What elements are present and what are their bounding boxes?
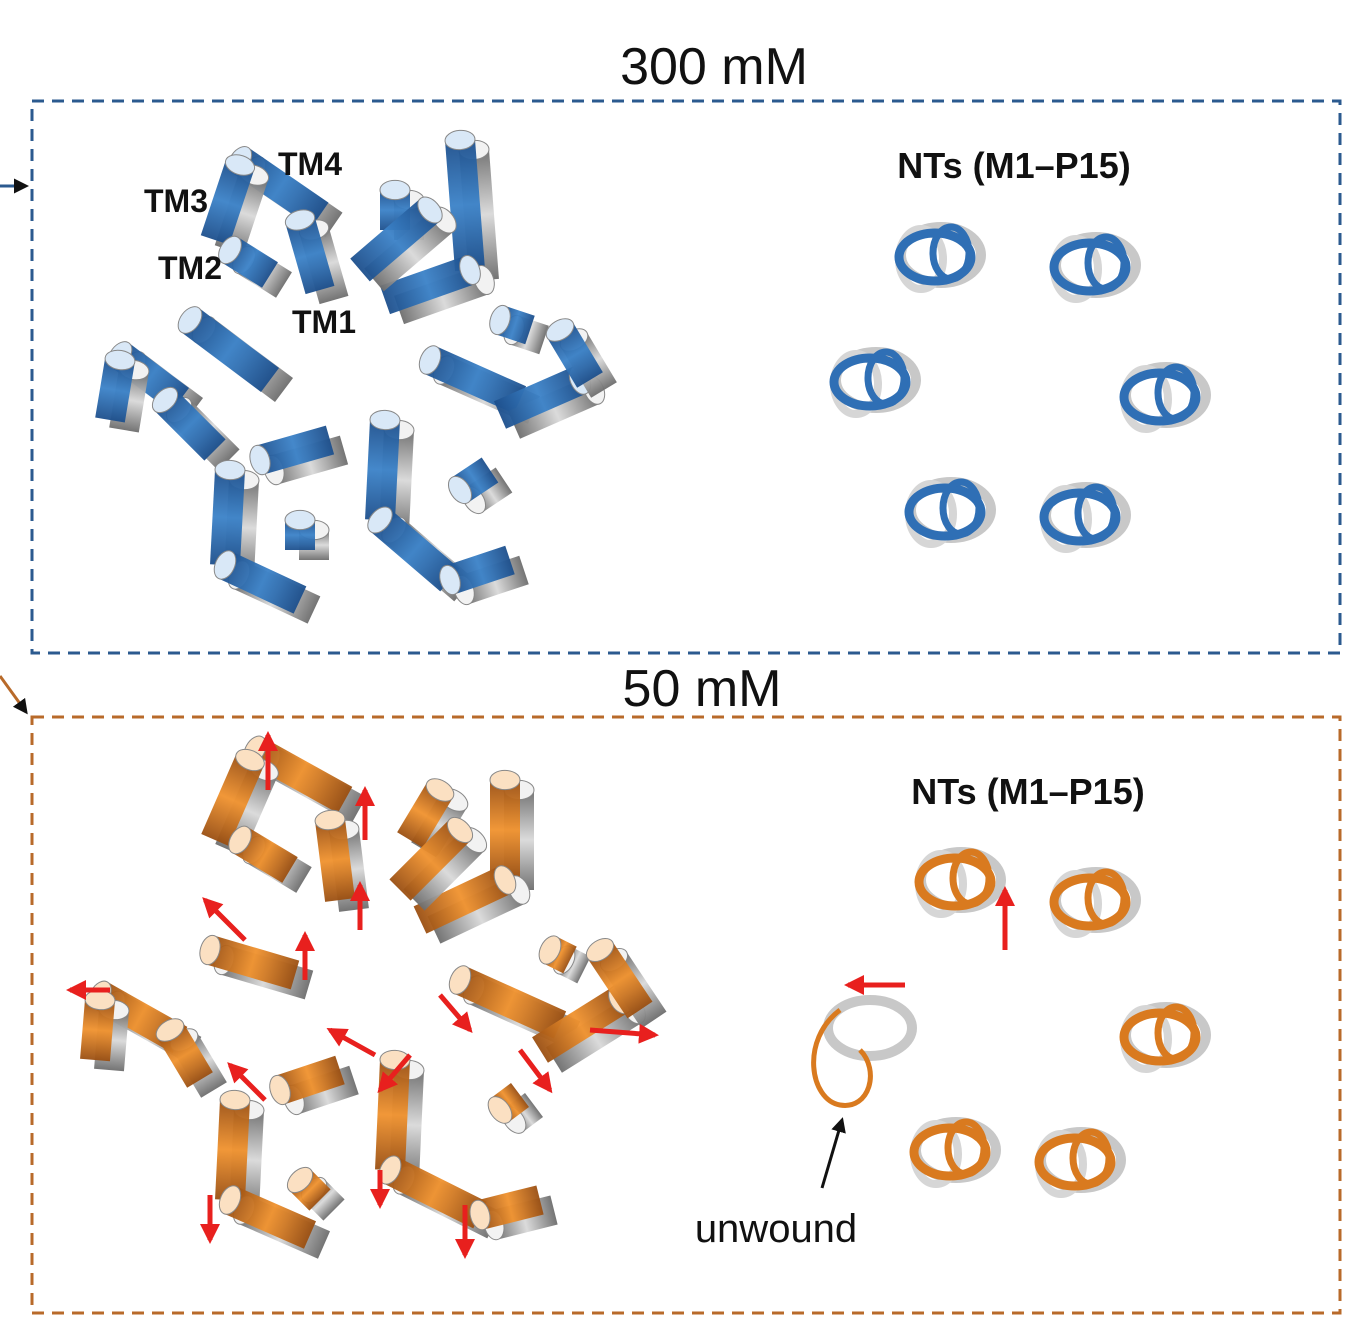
- helix-low-18: [269, 1055, 345, 1106]
- shift-arrow-icon: [326, 1027, 377, 1058]
- unwound-pointer-arrow-icon: [820, 1117, 846, 1189]
- helix-high-2: [284, 209, 335, 295]
- helix-low-14: [538, 935, 577, 974]
- tm-helix-bundle-low: [80, 735, 667, 1259]
- nt-helix-low-0: [914, 847, 1006, 918]
- helix-high-10: [95, 349, 136, 423]
- helix-high-20: [365, 409, 401, 521]
- nt-helix-low-2: [1119, 1002, 1211, 1073]
- helix-high-7: [350, 196, 443, 282]
- shift-arrows-low: [66, 731, 659, 1259]
- nt-helix-high-5: [1039, 482, 1131, 553]
- panel-title-high: 300 mM: [620, 38, 808, 96]
- helix-low-22: [469, 1185, 544, 1231]
- nt-title-low: NTs (M1–P15): [911, 771, 1144, 812]
- helix-low-11: [155, 1018, 213, 1088]
- unwound-annotation: unwound: [695, 1207, 857, 1251]
- helix-low-23: [487, 1083, 530, 1124]
- helix-low-21: [378, 1155, 487, 1229]
- nt-helix-high-0: [894, 222, 986, 293]
- nt-helix-low-4: [1034, 1127, 1126, 1198]
- helix-high-23: [447, 457, 499, 505]
- helix-low-15: [585, 937, 653, 1019]
- helix-high-18: [249, 425, 335, 476]
- panel-title-low: 50 mM: [623, 660, 782, 718]
- nt-title-high: NTs (M1–P15): [897, 145, 1130, 186]
- helix-low-1: [201, 748, 265, 847]
- helix-label-tm4: TM4: [278, 146, 342, 182]
- helix-high-3: [218, 235, 278, 288]
- shift-arrow-icon: [438, 993, 473, 1034]
- helix-low-10: [80, 989, 116, 1062]
- helix-high-15: [545, 318, 603, 388]
- nt-helix-high-3: [1119, 362, 1211, 433]
- nt-helix-unwound: [811, 995, 917, 1108]
- panel-box-low: [30, 715, 1342, 1315]
- nt-helix-ring-high: [829, 222, 1211, 553]
- tm-helix-bundle-high: [95, 129, 617, 624]
- helix-label-tm3: TM3: [144, 183, 208, 219]
- helix-high-14: [489, 304, 535, 345]
- incoming-arrow-low-icon: [0, 675, 28, 715]
- nt-helix-low-1: [1049, 867, 1141, 938]
- helix-low-16: [215, 1089, 251, 1201]
- shift-arrow-icon: [227, 1062, 267, 1102]
- helix-high-22: [439, 545, 515, 596]
- panel-low-salt: 50 mM NTs (M1–P15) unwound: [0, 660, 1342, 1315]
- helix-high-21: [367, 506, 460, 592]
- shift-arrow-icon: [377, 1053, 412, 1094]
- helix-label-tm1: TM1: [292, 304, 356, 340]
- helix-low-5: [397, 778, 455, 848]
- helix-low-17: [218, 1185, 317, 1249]
- helix-high-6: [380, 254, 481, 315]
- helix-high-11: [151, 386, 226, 461]
- helix-low-2: [314, 809, 355, 902]
- shift-arrow-icon: [202, 897, 247, 942]
- shift-arrow-icon: [518, 1048, 553, 1094]
- helix-high-17: [213, 550, 307, 614]
- helix-high-16: [210, 459, 246, 566]
- helix-low-6: [413, 865, 517, 934]
- helix-low-20: [375, 1049, 411, 1171]
- helix-high-12: [418, 345, 527, 414]
- nt-helix-low-3: [909, 1117, 1001, 1188]
- helix-high-1: [200, 154, 256, 245]
- helix-low-9: [199, 934, 300, 990]
- helix-low-7: [389, 816, 474, 901]
- nt-helix-ring-low: [811, 847, 1211, 1198]
- nt-helix-high-1: [1049, 232, 1141, 303]
- shift-arrow-icon: [589, 1023, 659, 1044]
- nt-helix-high-2: [829, 347, 921, 418]
- helix-high-4: [444, 129, 485, 272]
- helix-high-9: [177, 306, 280, 392]
- helix-label-tm2: TM2: [158, 250, 222, 286]
- nt-helix-high-4: [904, 477, 996, 548]
- panel-box-high: [30, 99, 1342, 655]
- helix-low-19: [286, 1166, 331, 1211]
- helix-high-19: [284, 509, 316, 550]
- helix-low-12: [448, 965, 567, 1039]
- helix-low-3: [228, 825, 298, 883]
- helix-low-4: [489, 769, 521, 880]
- panel-high-salt: 300 mM TM4 TM3 TM2 TM1 NTs (M1–P15): [0, 38, 1342, 655]
